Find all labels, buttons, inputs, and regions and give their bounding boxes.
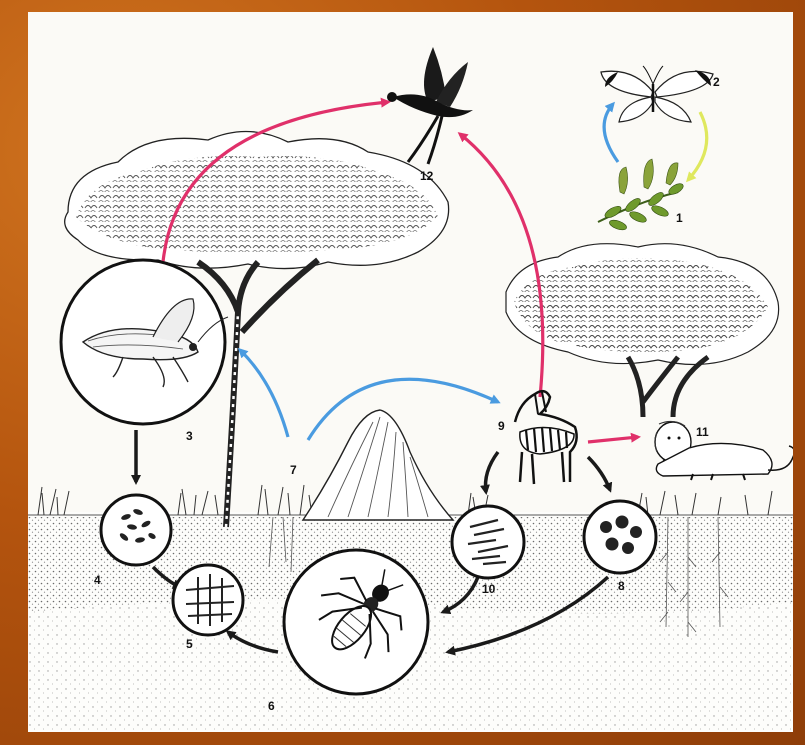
termite-mound [303,410,453,520]
plant-fragments-node [452,506,524,578]
fungus-node [173,565,243,635]
label-3: 3 [186,429,193,443]
plant-sprig-icon [598,159,685,232]
label-7: 7 [290,463,297,477]
dung-node [584,501,656,573]
label-9: 9 [498,419,505,433]
arrow-grass-to-zebra [308,379,498,440]
label-12: 12 [420,169,434,183]
droppings-node [101,495,171,565]
eagle-icon [387,47,473,164]
termite-node [284,549,428,694]
food-web-diagram: 1 2 3 4 5 6 7 8 9 10 11 12 [28,12,793,732]
arrow-zebra-to-dung [588,457,610,490]
label-5: 5 [186,637,193,651]
label-4: 4 [94,573,101,587]
zebra-icon [515,391,577,484]
grasshopper-node [61,260,228,424]
arrow-zebra-to-plant-fragments [486,452,499,492]
label-11: 11 [696,425,709,439]
butterfly-icon [601,66,713,122]
label-6: 6 [268,699,275,713]
food-web-svg: 1 2 3 4 5 6 7 8 9 10 11 12 [28,12,793,732]
label-8: 8 [618,579,625,593]
arrow-grass-to-grasshopper [240,350,288,437]
arrow-zebra-to-lion [588,437,638,442]
lion-icon [655,421,793,480]
acacia-trees-right [506,244,779,417]
label-2: 2 [713,75,720,89]
arrow-plant-to-butterfly [604,104,618,162]
label-10: 10 [482,582,496,596]
label-1: 1 [676,211,683,225]
